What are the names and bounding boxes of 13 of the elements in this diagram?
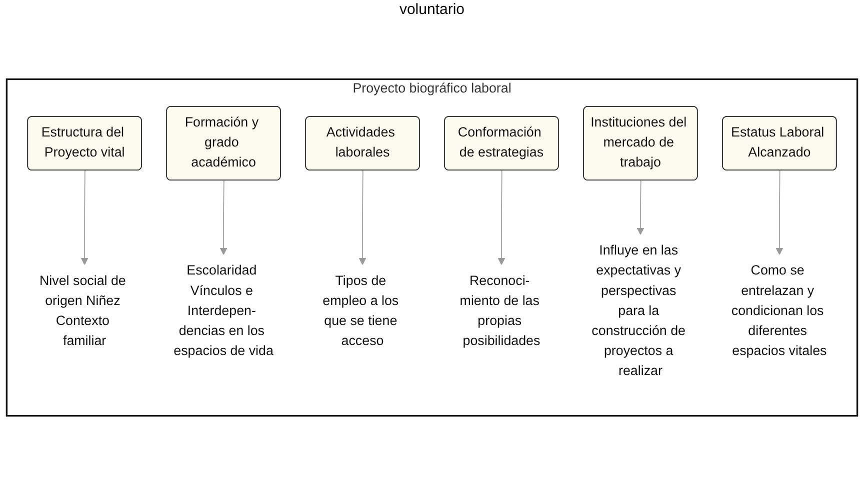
arrow bbox=[80, 170, 88, 265]
heading-text: voluntario bbox=[399, 1, 465, 18]
arrow bbox=[776, 170, 784, 255]
node-text: Influye en las expectativas y perspectivas para la construcción de proyectos a realizar bbox=[592, 244, 686, 379]
node-text: Como se entrelazan y condicionan los diferentes espacios vitales bbox=[731, 264, 827, 358]
node-text: Reconoci- miento de las propias posibilidades bbox=[460, 274, 540, 348]
node-text: Tipos de empleo a los que se tiene acceso bbox=[322, 274, 399, 348]
node-text: Escolaridad Vínculos e Interdepen- dencias en los espacios de vida bbox=[174, 264, 274, 358]
arrow bbox=[220, 180, 228, 255]
arrow bbox=[498, 170, 506, 265]
arrow bbox=[358, 170, 366, 265]
node-text: Nivel social de origen Niñez Contexto familiar bbox=[40, 274, 126, 348]
arrow bbox=[636, 180, 644, 235]
